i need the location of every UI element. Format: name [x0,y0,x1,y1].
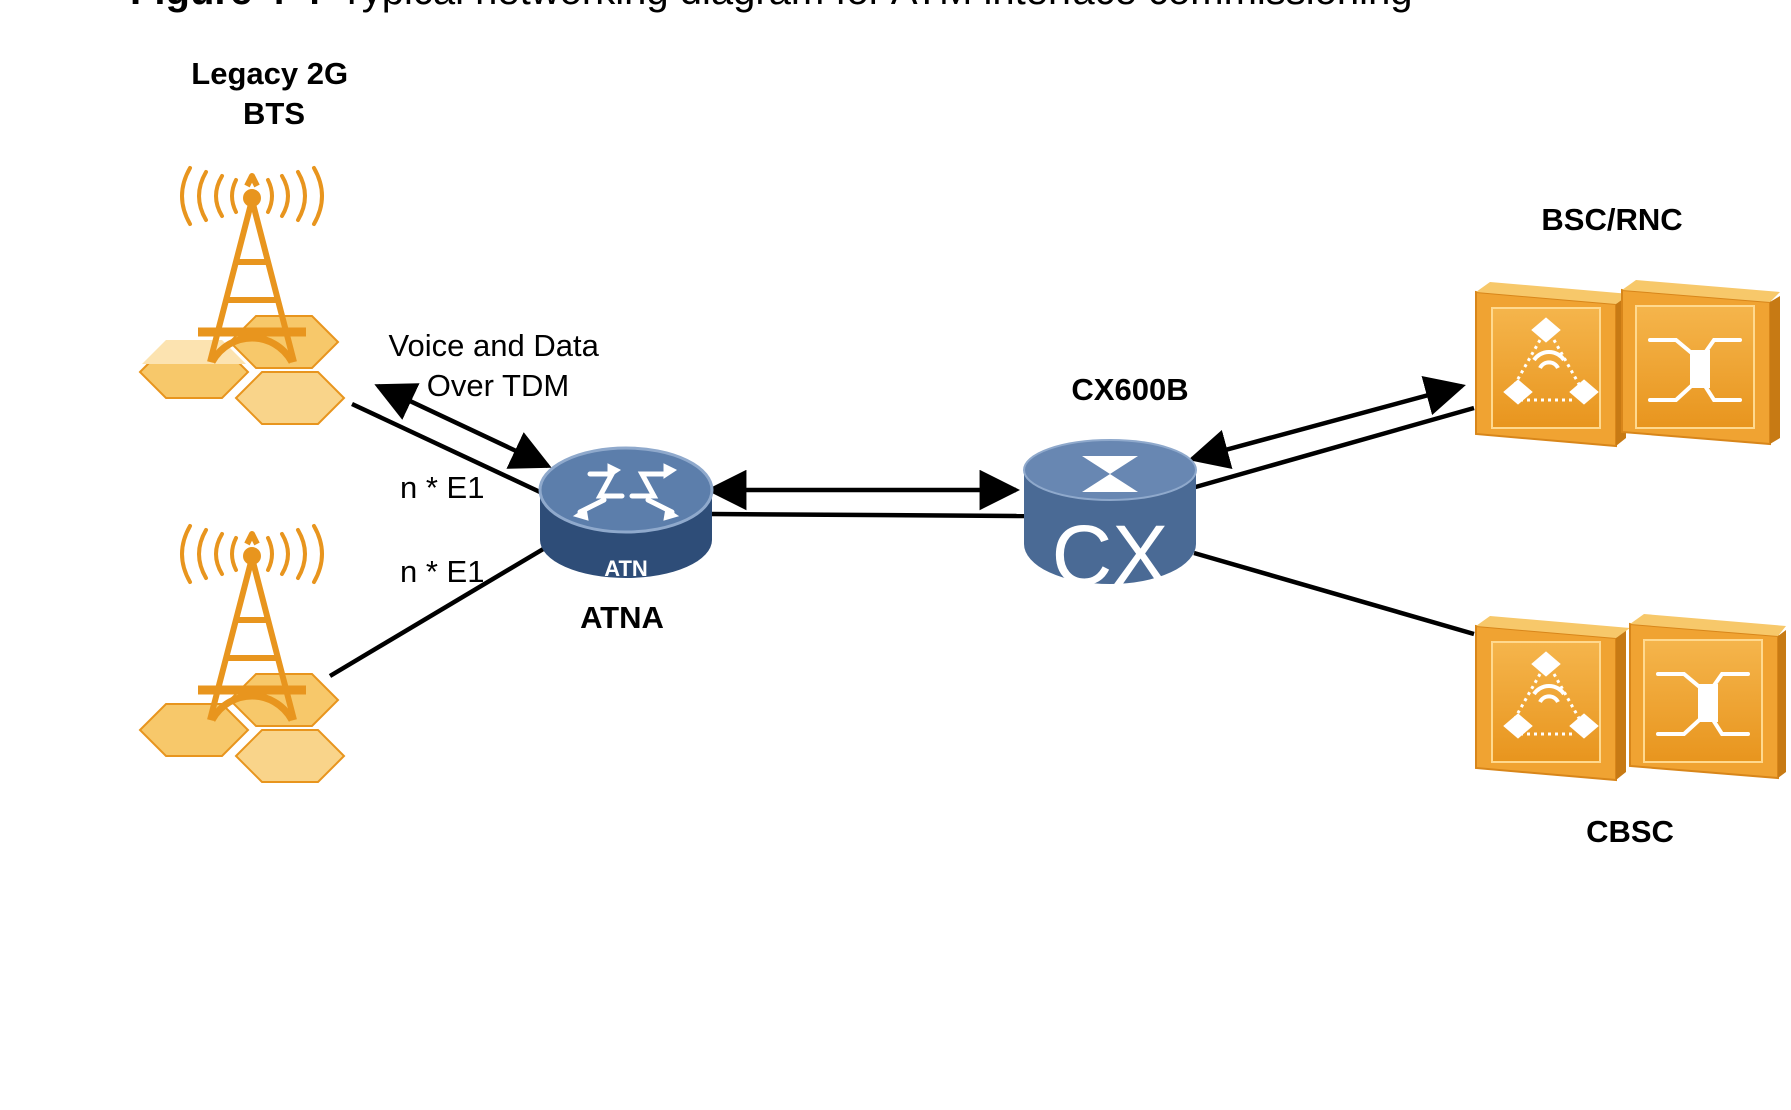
figure-caption: Figure 4-4 Typical networking diagram fo… [130,0,1413,13]
atna-badge: ATN [604,556,648,581]
atna-label: ATNA [580,600,664,635]
bts3g-tower [138,524,346,783]
links [328,375,1475,678]
cx-bsc-link [1191,405,1475,491]
bts3g-link [328,543,552,678]
cbsc-label: CBSC [1586,814,1674,849]
cbsc-icon [1475,614,1786,782]
cx600b-label: CX600B [1071,372,1188,407]
bsc-rnc-icon [1475,280,1780,448]
signal-waves-icon [180,166,324,226]
tower-icon [198,173,306,364]
cx600b-badge: CX [1052,508,1169,602]
legacy-link-label: n * E1 [400,470,484,505]
atna-cx-link [711,511,1025,519]
legacy-bts-tower [138,166,346,425]
figure-title: Typical networking diagram for ATM inter… [340,0,1413,13]
bts3g-link-label: n * E1 [400,554,484,589]
cx-bsc-arrow [1188,375,1466,470]
tdm-arrow [374,383,552,469]
atna-router-icon: ATN [538,446,714,581]
legacy-bts-label: Legacy 2G BTS [191,56,356,131]
hex-cells [138,315,346,425]
cx600b-router-icon: CX [1023,439,1197,602]
tdm-note: Voice and Data Over TDM [389,328,608,403]
figure-number: Figure 4-4 [130,0,322,13]
signal-waves-icon [180,524,324,584]
tower-icon [198,531,306,722]
bsc-rnc-label: BSC/RNC [1541,202,1682,237]
cx-cbsc-link [1193,550,1475,637]
